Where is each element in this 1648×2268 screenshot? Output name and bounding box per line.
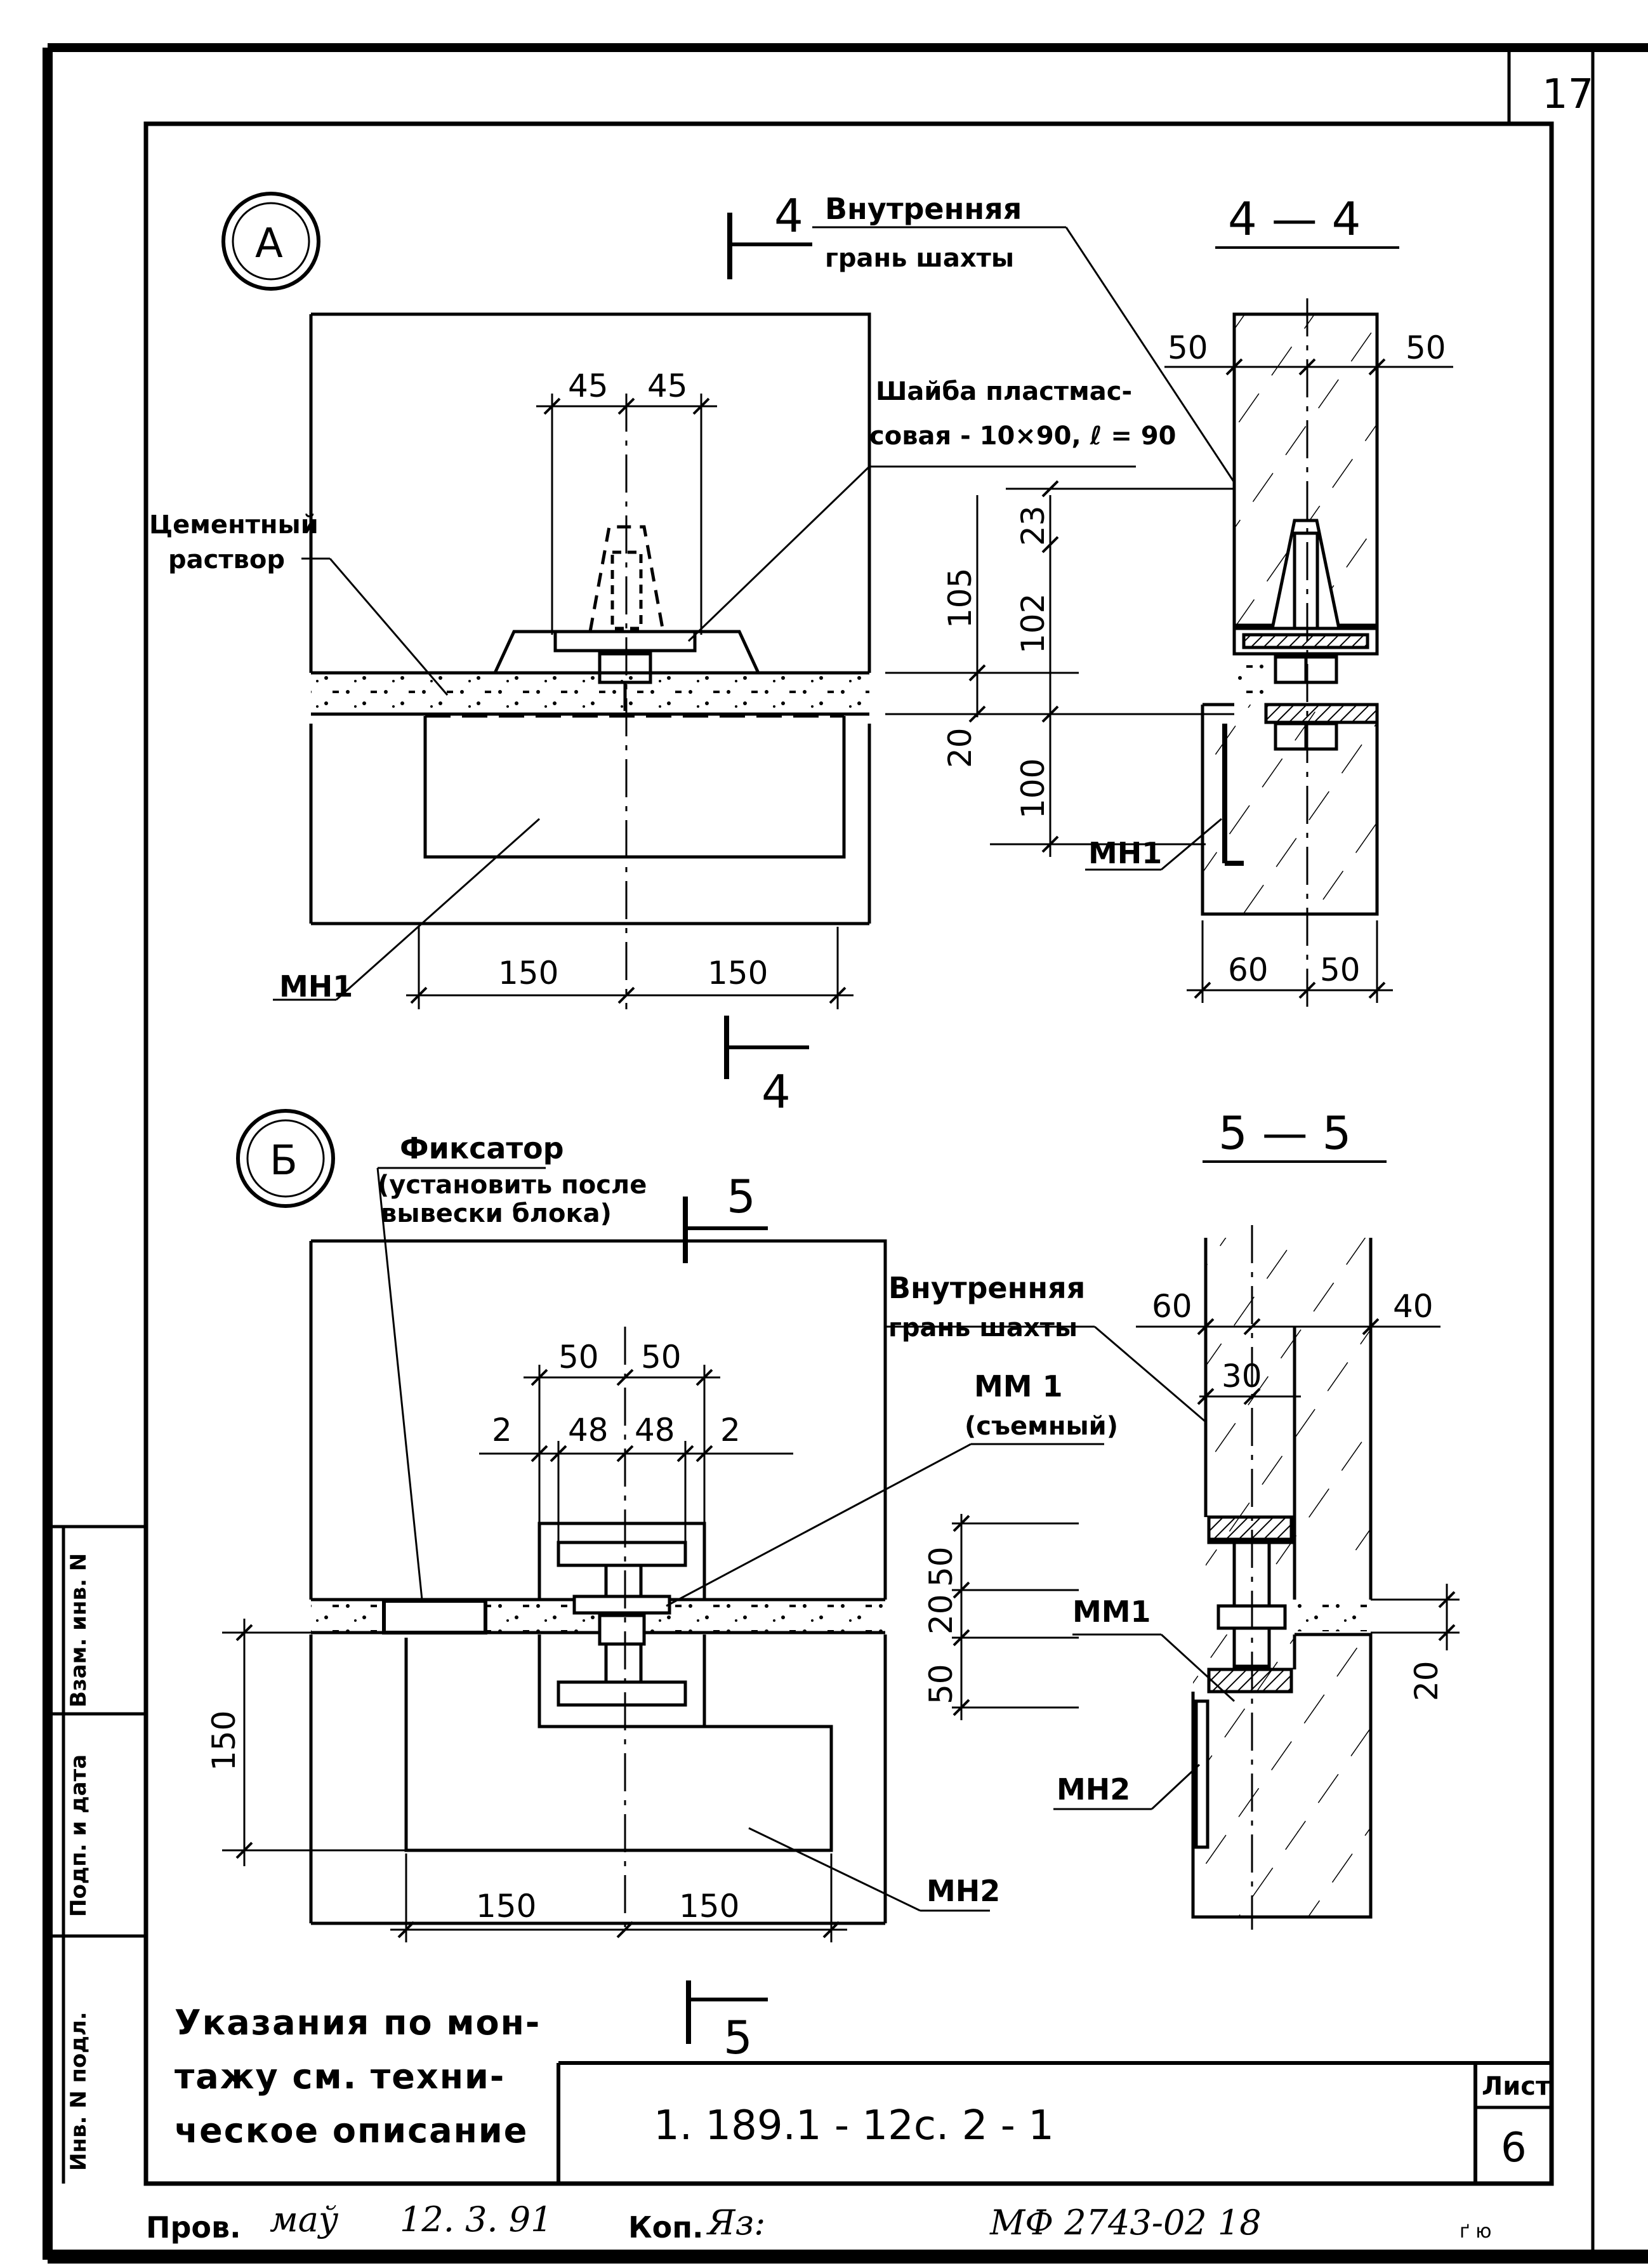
detail-b-fixator-1: Фиксатор — [400, 1131, 564, 1165]
detail-a-geometry — [221, 192, 1136, 1079]
detail-b-dim-v50a: 50 — [923, 1546, 959, 1587]
section-5-5-inner-face-2: грань шахты — [888, 1313, 1078, 1343]
section-5-5-part: МН2 — [1057, 1772, 1130, 1807]
detail-b-section-mark-bottom: 5 — [723, 2011, 753, 2064]
detail-a-dim-top-left: 45 — [568, 368, 609, 404]
detail-b-fixator-3: вывески блока) — [381, 1199, 612, 1228]
section-4-4-dim-102: 102 — [1015, 594, 1051, 654]
detail-a-section-mark-bottom: 4 — [761, 1065, 791, 1118]
side-stamp-original: Инв. N подл. — [66, 2012, 91, 2171]
kop-label: Коп. — [628, 2210, 703, 2245]
section-5-5-dim-20: 20 — [1408, 1661, 1445, 1701]
kop-signature: Яз: — [706, 2203, 765, 2243]
note-line-2: тажу см. техни- — [175, 2057, 505, 2097]
section-4-4-dim-100: 100 — [1015, 759, 1051, 819]
prov-label: Пров. — [146, 2210, 241, 2245]
detail-a-marker: А — [255, 220, 283, 267]
section-4-4-dim-top-right: 50 — [1406, 329, 1446, 366]
detail-b-dim-v20: 20 — [923, 1594, 959, 1635]
drawing-designation: 1. 189.1 - 12с. 2 - 1 — [654, 2102, 1054, 2149]
detail-a-washer-1: Шайба пластмас- — [876, 377, 1132, 406]
section-4-4-geometry — [885, 227, 1453, 1016]
sheet-frame — [43, 43, 1648, 2264]
detail-b-dim-v50b: 50 — [923, 1664, 959, 1704]
section-5-5-dim-30: 30 — [1222, 1358, 1262, 1395]
detail-b-dim-top-right: 50 — [641, 1339, 682, 1376]
section-5-5-geometry — [885, 1160, 1460, 1930]
detail-b-mm1-1: ММ 1 — [974, 1369, 1063, 1403]
section-5-5-title: 5 — 5 — [1218, 1106, 1351, 1160]
detail-a-dim-top-right: 45 — [647, 368, 688, 404]
detail-b-marker: Б — [270, 1137, 298, 1184]
side-stamp — [48, 1525, 146, 2184]
sheet-number: 6 — [1501, 2125, 1527, 2172]
detail-a-section-mark-top: 4 — [774, 189, 803, 242]
side-stamp-replace: Взам. инв. N — [66, 1553, 91, 1708]
section-4-4-dim-bottom-right: 50 — [1320, 952, 1361, 988]
prov-signature: маў — [270, 2199, 339, 2239]
section-5-5-dim-top-left: 60 — [1152, 1288, 1192, 1325]
detail-a-washer-2: совая - 10×90, ℓ = 90 — [869, 421, 1177, 451]
detail-a-part: МН1 — [279, 969, 353, 1004]
section-5-5-mm1: ММ1 — [1072, 1595, 1151, 1629]
section-5-5-inner-face-1: Внутренняя — [888, 1271, 1085, 1305]
prov-date: 12. 3. 91 — [400, 2199, 552, 2239]
detail-b-fixator-2: (установить после — [378, 1170, 647, 1200]
section-5-5-dim-top-right: 40 — [1393, 1288, 1434, 1325]
detail-b-dim-bottom-left: 150 — [476, 1888, 536, 1925]
detail-a-dim-bottom-left: 150 — [498, 955, 558, 991]
detail-b-dim-gap-right: 2 — [720, 1412, 741, 1449]
detail-b-dim-height: 150 — [206, 1711, 242, 1771]
detail-b-dim-top-left: 50 — [558, 1339, 599, 1376]
sheet-label: Лист — [1482, 2072, 1551, 2101]
section-4-4-dim-105: 105 — [942, 568, 979, 628]
section-4-4-dim-20: 20 — [942, 727, 979, 768]
corner-mark: ґ ю — [1460, 2220, 1492, 2243]
note-line-1: Указания по мон- — [175, 2003, 541, 2043]
detail-b-geometry — [222, 1109, 1104, 2044]
detail-b-dim-bottom-right: 150 — [679, 1888, 739, 1925]
detail-a-inner-face-1: Внутренняя — [825, 192, 1022, 226]
note-line-3: ческое описание — [175, 2111, 528, 2151]
section-4-4-dim-bottom-left: 60 — [1228, 952, 1269, 988]
detail-b-mm1-2: (съемный) — [965, 1412, 1118, 1441]
section-4-4-part: МН1 — [1088, 836, 1162, 870]
detail-a-mortar-1: Цементный — [149, 510, 319, 540]
detail-b-dim-mid-right: 48 — [635, 1412, 675, 1449]
detail-a-mortar-2: раствор — [168, 545, 285, 574]
detail-b-section-mark-top: 5 — [727, 1170, 756, 1223]
archive-code: МФ 2743-02 18 — [989, 2203, 1262, 2243]
detail-a-dim-bottom-right: 150 — [708, 955, 768, 991]
detail-a-inner-face-2: грань шахты — [825, 244, 1014, 273]
corner-sheet-number: 17 — [1542, 71, 1593, 118]
section-4-4-title: 4 — 4 — [1228, 192, 1361, 246]
detail-b-dim-mid-left: 48 — [568, 1412, 609, 1449]
side-stamp-signature: Подп. и дата — [66, 1754, 91, 1917]
detail-b-dim-gap-left: 2 — [492, 1412, 512, 1449]
title-block — [557, 2061, 1552, 2184]
section-4-4-dim-top-left: 50 — [1168, 329, 1208, 366]
detail-b-part: МН2 — [926, 1874, 1000, 1908]
section-4-4-dim-23: 23 — [1015, 505, 1051, 546]
